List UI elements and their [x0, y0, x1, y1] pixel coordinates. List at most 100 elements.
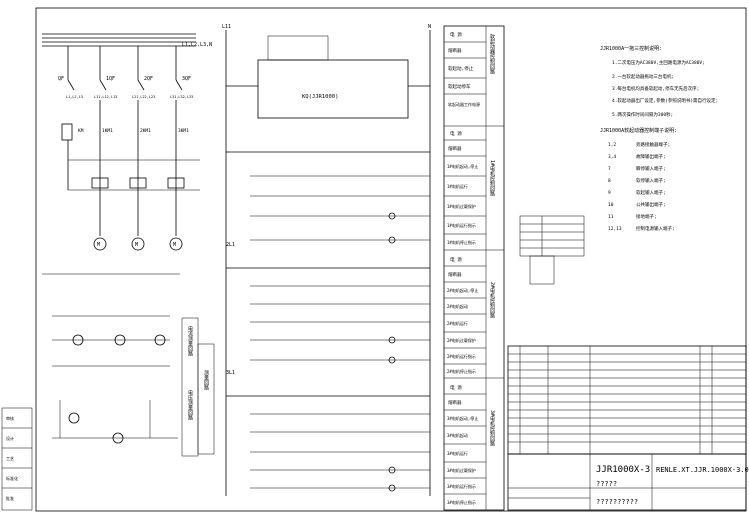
- function-cell: 2#电机过载保护: [447, 337, 476, 343]
- wire-label: L21,L22,L23: [132, 95, 155, 99]
- lamp-icon: [388, 466, 396, 474]
- terminal-pin: 3,4: [608, 154, 616, 160]
- function-cell: 3#电机起动: [447, 432, 468, 438]
- svg-text:M: M: [97, 242, 100, 248]
- stamp-cell: 批准: [6, 495, 14, 501]
- function-cell: 3#电机运行指示: [447, 483, 476, 489]
- notes: JJR1000A一拖三控制说明: 1.二次电压为AC380V,主回路电源为AC3…: [600, 45, 718, 232]
- contactor-label: KM: [78, 128, 84, 134]
- motor-icon: [169, 237, 183, 251]
- main-power-circuit: L1,L2,L3,N QF L1,L2,L3 KM 1QF L11,L12,L1…: [42, 33, 212, 251]
- breaker-label: 2QF: [144, 76, 153, 82]
- measure-label-c: 测量回路: [203, 369, 209, 391]
- lamp-icon: [388, 356, 396, 364]
- side-label: 2#电机控制回路: [489, 282, 495, 319]
- note-line: 4.软起动器出厂设定,参数(参照说明书)需自行设定;: [612, 97, 718, 104]
- function-cell: 软起动器工作电源: [448, 101, 480, 107]
- lamp-icon: [388, 236, 396, 244]
- lamp-icon: [388, 212, 396, 220]
- measure-label-b: 电压测量回路: [187, 389, 193, 421]
- terminal-strip-table: [519, 215, 585, 285]
- motor-icon: [93, 237, 107, 251]
- contactor-label: 3KM1: [178, 128, 189, 134]
- function-cell: 2#电机运行指示: [447, 353, 476, 359]
- function-cell: 1#电机起动,停止: [447, 163, 478, 169]
- motor-branch-1: 1QF L11,L12,L13 1KM1 M: [93, 46, 117, 251]
- note-line: 2.一台软起动器拖动三台电机;: [612, 73, 674, 80]
- measurement-circuit: 电流测量回路 电压测量回路 测量回路: [42, 273, 215, 457]
- terminal-desc: 旁路接触器端子;: [636, 141, 670, 148]
- drawing-name: ?????: [596, 480, 617, 488]
- stamp-cell: 设计: [6, 435, 14, 441]
- function-cell: 熔断器: [448, 145, 462, 152]
- drawing-number: JJR1000X-3: [596, 465, 650, 475]
- function-cell: 1#电机运行: [447, 183, 468, 189]
- function-cell: 3#电机起动,停止: [447, 415, 478, 421]
- terminal-desc: 控制电源输入端子;: [636, 225, 675, 232]
- side-label: 软起动器控制回路: [489, 33, 495, 75]
- function-cell: 电 源: [450, 130, 462, 137]
- side-label: 3#电机控制回路: [489, 410, 495, 447]
- terminal-title: JJR1000A软起动器控制端子说明:: [600, 127, 677, 134]
- breaker-label: 3QF: [182, 76, 191, 82]
- function-cell: 软起动,停止: [448, 65, 474, 72]
- function-cell: 2#电机起动,停止: [447, 287, 478, 293]
- bill-of-materials: [507, 345, 747, 455]
- terminal-pin: 12,13: [608, 226, 622, 232]
- stamp-cell: 审核: [6, 415, 14, 421]
- terminal-desc: 软起输入端子;: [636, 189, 666, 196]
- function-cell: 1#电机运行指示: [447, 222, 476, 228]
- motor-branch-2: 2QF L21,L22,L23 2KM1 M: [131, 46, 155, 251]
- soft-starter-box: [257, 59, 409, 119]
- wire-label: L31,L32,L33: [170, 95, 193, 99]
- stamp-cell: 标准化: [6, 475, 18, 481]
- svg-text:M: M: [173, 242, 176, 248]
- terminal-desc: 故障输出端子;: [636, 153, 666, 160]
- controller-label: KQ(JJR1000): [302, 94, 338, 100]
- note-line: 5.两次操作时间间隔为300秒;: [612, 111, 673, 118]
- breaker-label: QF: [58, 76, 64, 82]
- function-cell: 电 源: [450, 31, 462, 38]
- stamp-cell: 工艺: [6, 456, 14, 461]
- side-label: 1#电机控制回路: [489, 160, 495, 197]
- bus-label: L1,L2,L3,N: [182, 42, 212, 48]
- terminal-pin: 10: [608, 202, 614, 208]
- measure-label-a: 电流测量回路: [187, 325, 193, 357]
- contactor-label: 1KM1: [102, 128, 113, 134]
- control-circuit: L11 N KQ(JJR1000) 2L1 3L1: [222, 24, 431, 496]
- function-cell: 电 源: [450, 384, 462, 391]
- function-column: 电 源 熔断器 软起动,停止 软起动停车 软起动器工作电源 软起动器控制回路 电…: [443, 25, 505, 511]
- drawing-border: [35, 7, 747, 512]
- wire-label: L11,L12,L13: [94, 95, 117, 99]
- terminal-desc: 接地端子;: [636, 213, 657, 220]
- svg-text:2L1: 2L1: [226, 242, 235, 248]
- terminal-pin: 11: [608, 214, 614, 220]
- svg-text:L11: L11: [222, 24, 231, 30]
- function-cell: 2#电机起动: [447, 303, 468, 309]
- terminal-pin: 1,2: [608, 142, 616, 148]
- function-cell: 1#电机过载保护: [447, 203, 476, 209]
- function-cell: 电 源: [450, 256, 462, 263]
- company-name: ??????????: [596, 498, 638, 506]
- motor-branch-3: 3QF L31,L32,L33 3KM1 M: [169, 46, 193, 251]
- function-cell: 软起动停车: [448, 83, 471, 90]
- terminal-desc: 瞬停输入端子;: [636, 165, 666, 172]
- function-cell: 1#电机停止指示: [447, 239, 476, 245]
- function-cell: 2#电机运行: [447, 320, 468, 326]
- voltmeter-icon: [68, 412, 80, 424]
- function-cell: 2#电机停止指示: [447, 368, 476, 374]
- note-line: 3.每台电机均具备软起动,停车无先后次序;: [612, 85, 699, 92]
- title-block: JJR1000X-3 ????? RENLE.XT.JJR.1000X-3.01…: [507, 453, 749, 511]
- lamp-icon: [388, 484, 396, 492]
- note-line: 1.二次电压为AC380V,主回路电源为AC380V;: [612, 59, 705, 66]
- breaker-label: 1QF: [106, 76, 115, 82]
- motor-icon: [131, 237, 145, 251]
- function-cell: 熔断器: [448, 271, 462, 278]
- terminal-pin: 8: [608, 178, 611, 184]
- lamp-icon: [388, 336, 396, 344]
- left-stamp-block: 审核 设计 工艺 标准化 批准: [1, 407, 33, 511]
- terminal-desc: 软停输入端子;: [636, 177, 666, 184]
- svg-text:N: N: [428, 24, 431, 30]
- function-cell: 3#电机运行: [447, 450, 468, 456]
